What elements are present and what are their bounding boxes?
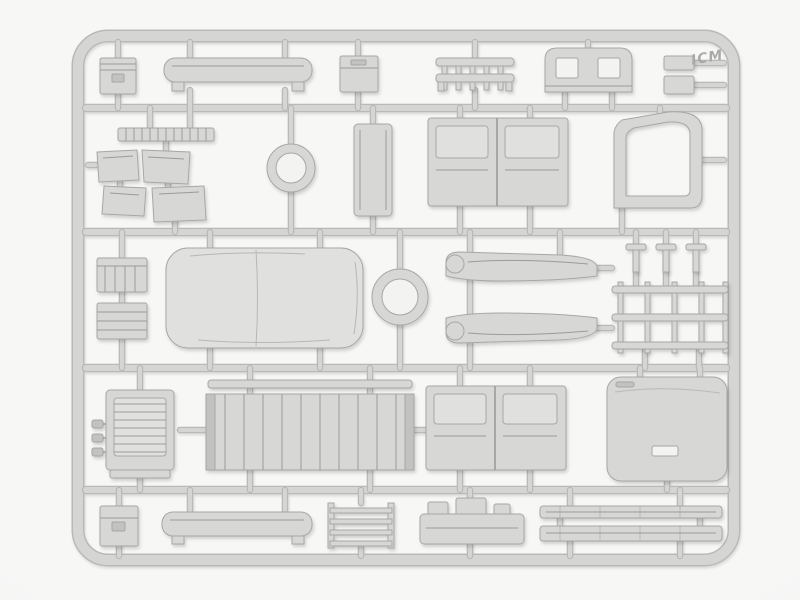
part-cab-rear-window-panel — [544, 47, 633, 93]
part-canvas-tilt-cover — [165, 247, 364, 349]
brand-logo: ICM — [690, 47, 725, 68]
part-windshield-door-frame — [613, 111, 703, 209]
part-ladder-rack — [327, 502, 395, 549]
part-fender-running-board-a — [445, 251, 598, 282]
part-tall-side-panel — [353, 123, 393, 217]
part-cab-roof-panel — [606, 376, 728, 482]
part-bed-side-rail — [207, 379, 413, 389]
part-spare-tyre-ring — [371, 268, 429, 326]
part-small-box-top — [339, 55, 379, 93]
part-floor-panels — [96, 149, 207, 223]
part-radiator-assembly — [91, 389, 175, 479]
part-chassis-ladder-frame — [611, 281, 729, 354]
part-slatted-bench — [435, 57, 515, 92]
part-steering-wheel-ring — [266, 143, 316, 193]
part-fender-running-board-b — [445, 312, 598, 344]
part-small-plates — [663, 55, 695, 95]
part-wooden-crate-a — [96, 257, 148, 293]
part-storage-box-top-left — [99, 57, 137, 95]
part-dashboard-firewall — [419, 497, 525, 545]
part-t-shaped-levers — [625, 243, 707, 273]
part-long-bench-seat-top — [163, 57, 313, 92]
part-long-bench-seat-bottom — [161, 511, 313, 545]
sprue-frame — [71, 29, 741, 567]
part-hatched-strip — [117, 127, 215, 142]
part-running-board-strips — [539, 505, 723, 542]
part-storage-box-bottom — [99, 505, 139, 547]
part-cargo-bed-floor — [205, 393, 415, 471]
part-cab-door-panels-upper — [427, 117, 569, 207]
part-cab-door-panels-lower — [425, 385, 567, 471]
part-wooden-crate-b — [96, 302, 148, 340]
